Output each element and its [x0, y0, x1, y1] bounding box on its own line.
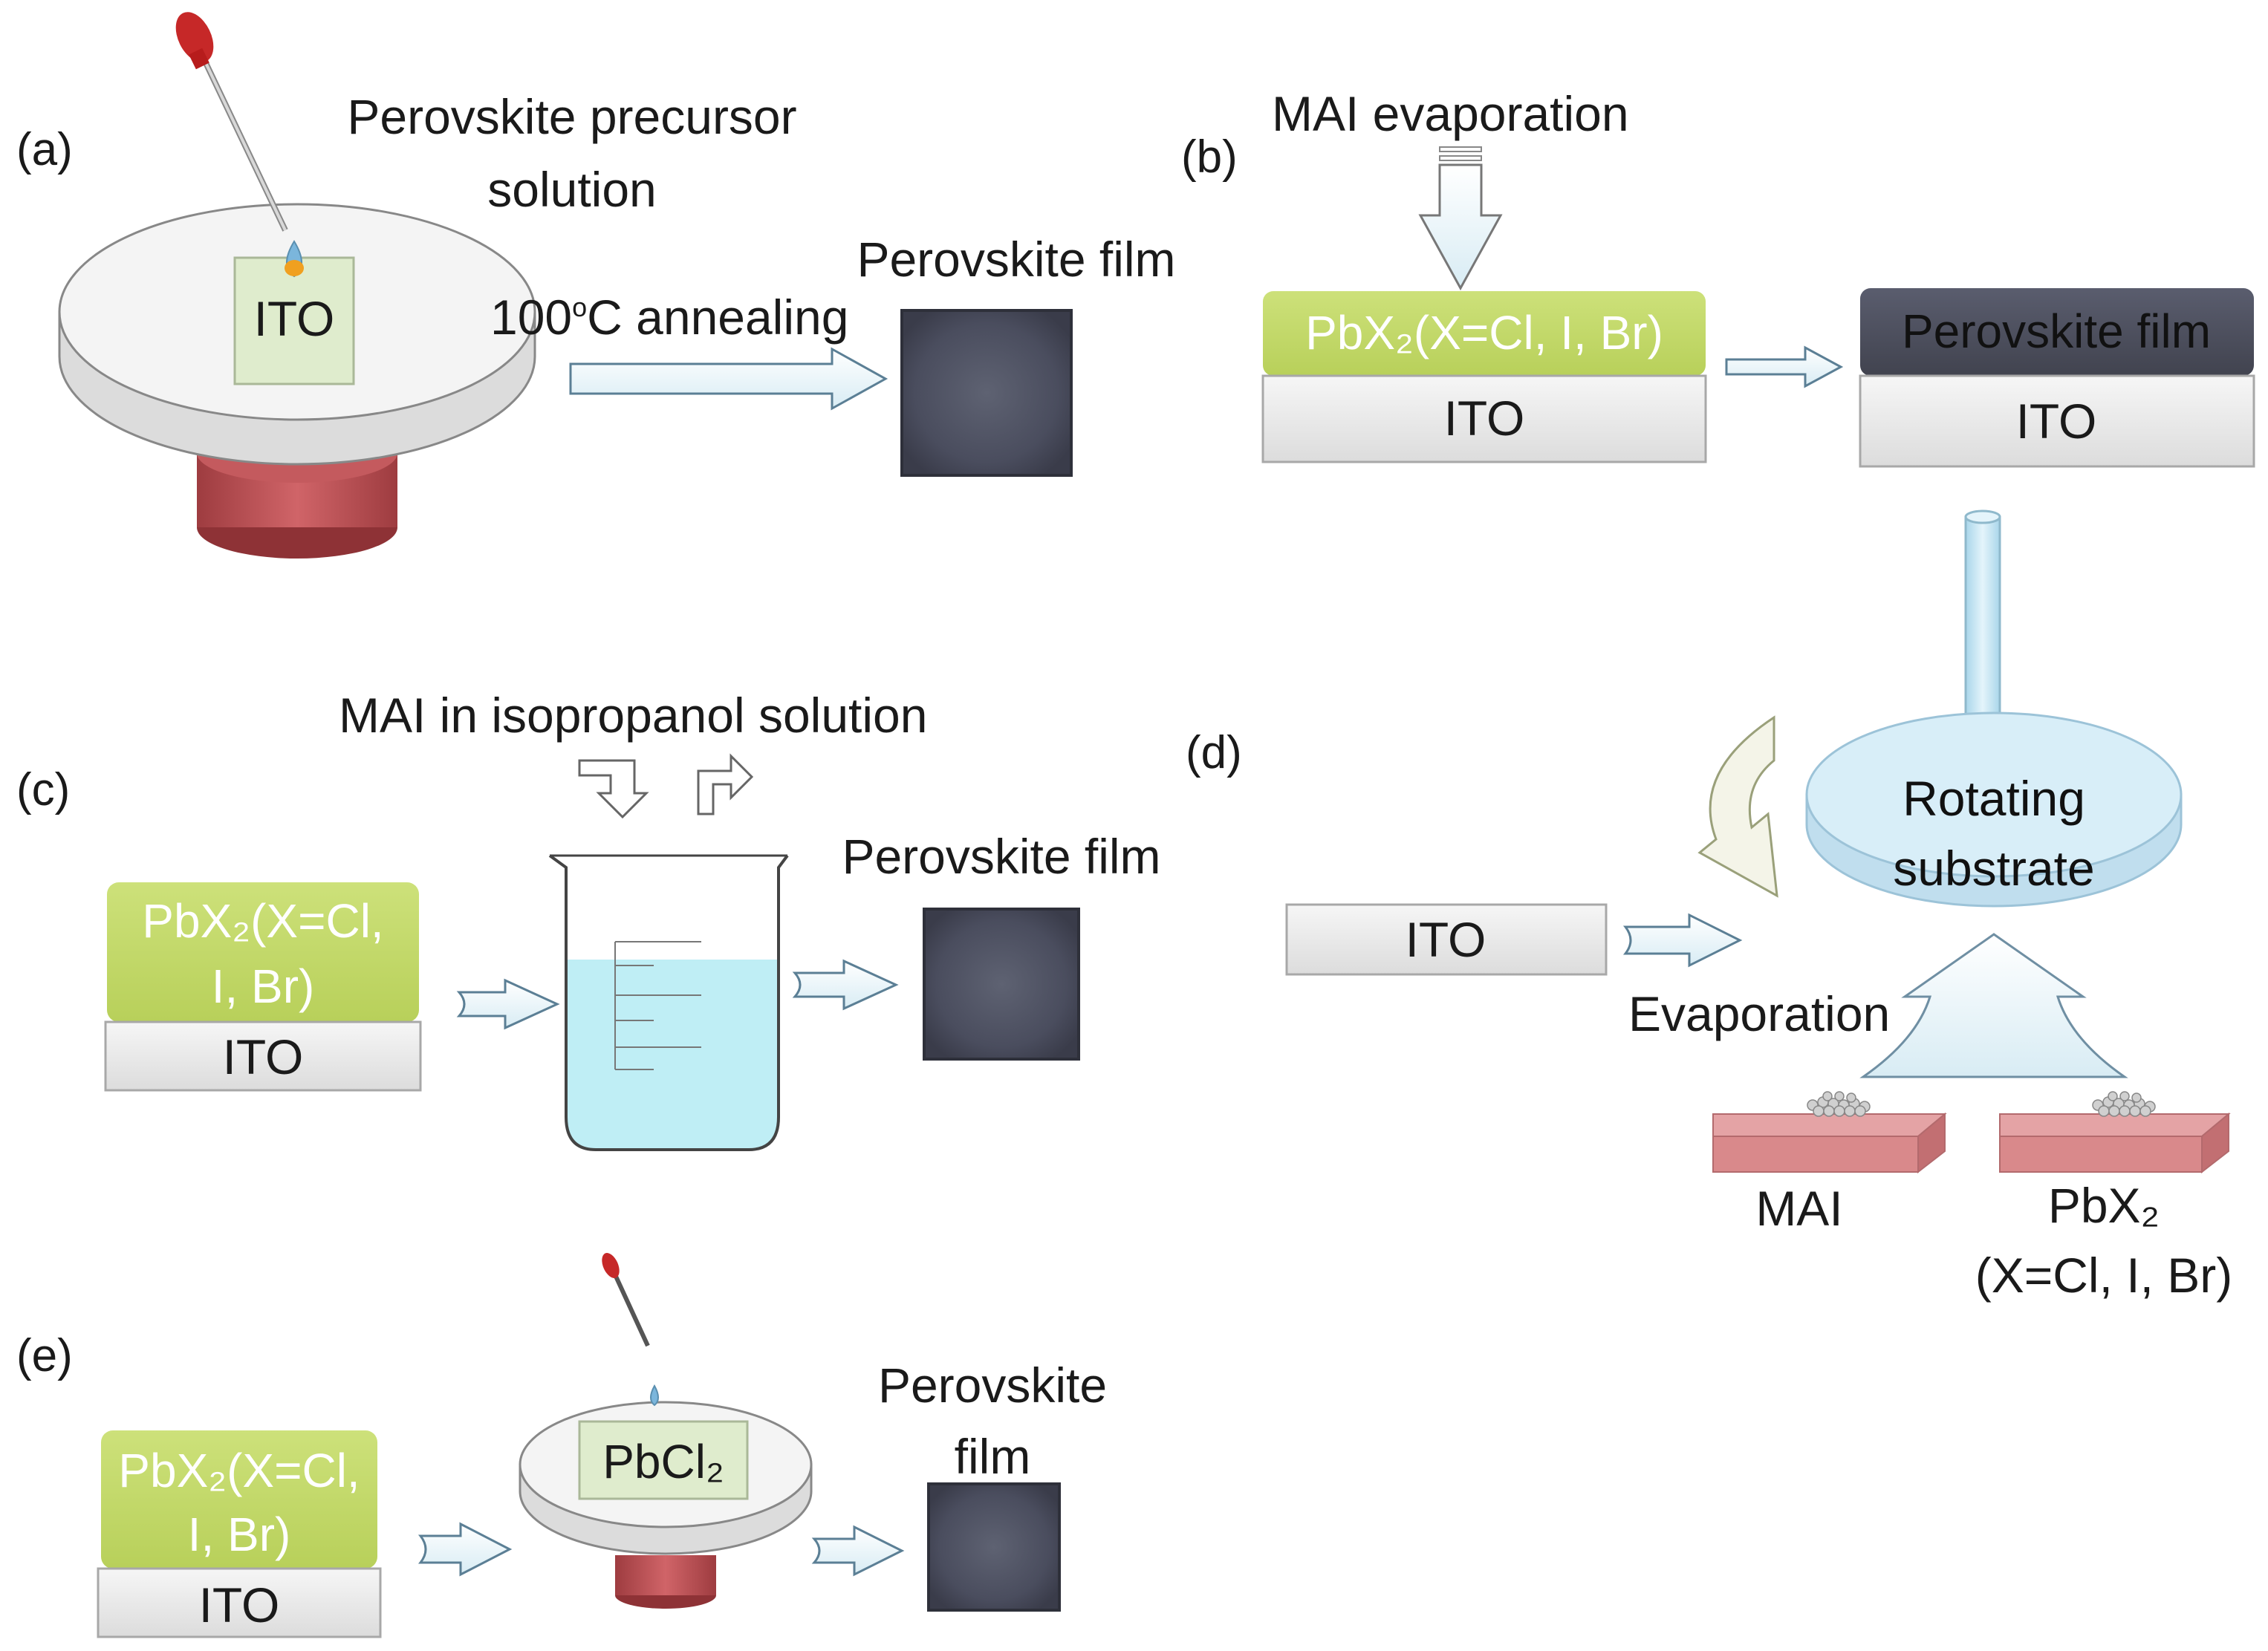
perovskite-film-c	[923, 908, 1080, 1061]
film-layer-label-b: Perovskite film	[1902, 305, 2211, 358]
film-label-e-line2: film	[955, 1429, 1031, 1484]
pbx2-layer-c	[107, 882, 419, 1022]
rod-top	[1964, 509, 2001, 524]
arrow-right-icon	[1622, 913, 1743, 968]
pbx2-layer-label-b: PbX₂(X=Cl, I, Br)	[1305, 306, 1663, 359]
mai-evaporation-label: MAI evaporation	[1272, 86, 1629, 141]
film-label-e-line1: Perovskite	[878, 1358, 1107, 1413]
panel-c: (c) MAI in isopropanol solution PbX₂(X=C…	[16, 688, 1161, 1151]
drop-icon	[650, 1384, 659, 1407]
dropper-icon	[175, 12, 288, 232]
ito-label-d: ITO	[1406, 912, 1486, 967]
ito-substrate	[233, 256, 355, 385]
ito-label-e: ITO	[199, 1577, 280, 1632]
source-mai-label: MAI	[1755, 1181, 1842, 1236]
pbx2-source-boat	[1999, 1112, 2231, 1174]
drop-core	[285, 260, 304, 276]
pbcl2-substrate	[578, 1420, 749, 1500]
ito-substrate-d	[1285, 903, 1608, 976]
ito-substrate-label: ITO	[254, 291, 335, 346]
perovskite-film-a	[900, 309, 1073, 477]
annealing-label: 100oC annealing	[490, 290, 848, 345]
source-pbx2-label-line2: (X=Cl, I, Br)	[1975, 1248, 2233, 1303]
pbx2-powder	[2092, 1091, 2156, 1117]
ito-substrate-e	[97, 1567, 382, 1638]
mai-powder	[1807, 1091, 1871, 1117]
ito-substrate-c	[104, 1020, 422, 1092]
source-pbx2-label-line1: PbX₂	[2048, 1178, 2160, 1233]
rotation-arrow-icon	[1697, 715, 1778, 898]
panel-e-tag: (e)	[16, 1330, 73, 1381]
panel-e: (e) PbX₂(X=Cl, I, Br) ITO PbCl₂ Perovski…	[16, 1253, 1107, 1638]
arrow-in-icon	[578, 759, 649, 819]
arrow-right-icon	[456, 978, 560, 1030]
arrow-up-icon	[1859, 933, 2128, 1078]
rotating-label-line2: substrate	[1893, 841, 2094, 896]
pbx2-layer-label-e-line1: PbX₂(X=Cl,	[118, 1444, 360, 1497]
panel-c-tag: (c)	[16, 764, 70, 815]
film-label-c: Perovskite film	[842, 829, 1160, 884]
pbx2-layer-label-c-line1: PbX₂(X=Cl,	[142, 894, 383, 948]
panel-a: (a) ITO Perovskite precursor solution 10…	[16, 12, 1176, 559]
pbx2-layer-label-e-line2: I, Br)	[188, 1508, 291, 1561]
spin-coater-base-e	[615, 1555, 716, 1609]
pbcl2-label: PbCl₂	[602, 1435, 724, 1488]
evaporation-label-d: Evaporation	[1628, 986, 1890, 1041]
perovskite-film-e	[927, 1482, 1061, 1612]
pbx2-layer-label-c-line2: I, Br)	[212, 960, 315, 1013]
precursor-label-line1: Perovskite precursor	[347, 89, 796, 144]
panel-d: (d) Rotating substrate ITO Evaporation	[1186, 509, 2233, 1303]
beaker-icon	[548, 854, 789, 1151]
precursor-label-line2: solution	[487, 162, 657, 217]
film-label-a: Perovskite film	[857, 232, 1175, 287]
ito-label-c: ITO	[223, 1029, 304, 1084]
perovskite-film-layer-b	[1860, 288, 2254, 376]
panel-b: (b) MAI evaporation PbX₂(X=Cl, I, Br) IT…	[1181, 86, 2255, 468]
panel-a-tag: (a)	[16, 124, 73, 175]
arrow-right-icon	[569, 347, 888, 411]
panel-b-tag: (b)	[1181, 131, 1238, 183]
ito-substrate-b	[1261, 374, 1707, 463]
dropper-icon	[602, 1253, 650, 1347]
ito-label-b: ITO	[1444, 391, 1525, 446]
pbx2-layer-e	[101, 1430, 377, 1569]
arrow-down-icon	[1418, 146, 1503, 291]
panel-d-tag: (d)	[1186, 727, 1242, 778]
ito-substrate-b-after	[1859, 374, 2255, 468]
arrow-right-icon	[417, 1522, 513, 1577]
rotating-substrate-disk	[1805, 711, 2183, 908]
arrow-right-icon	[1725, 345, 1844, 388]
arrow-right-icon	[811, 1525, 905, 1577]
arrow-right-icon	[792, 959, 899, 1011]
mai-source-boat	[1712, 1112, 1947, 1174]
rotating-label-line1: Rotating	[1903, 771, 2085, 826]
mai-solution-label: MAI in isopropanol solution	[339, 688, 927, 743]
pbx2-layer-b	[1263, 291, 1706, 376]
ito-label-b-after: ITO	[2016, 394, 2097, 449]
arrow-out-icon	[697, 753, 754, 815]
